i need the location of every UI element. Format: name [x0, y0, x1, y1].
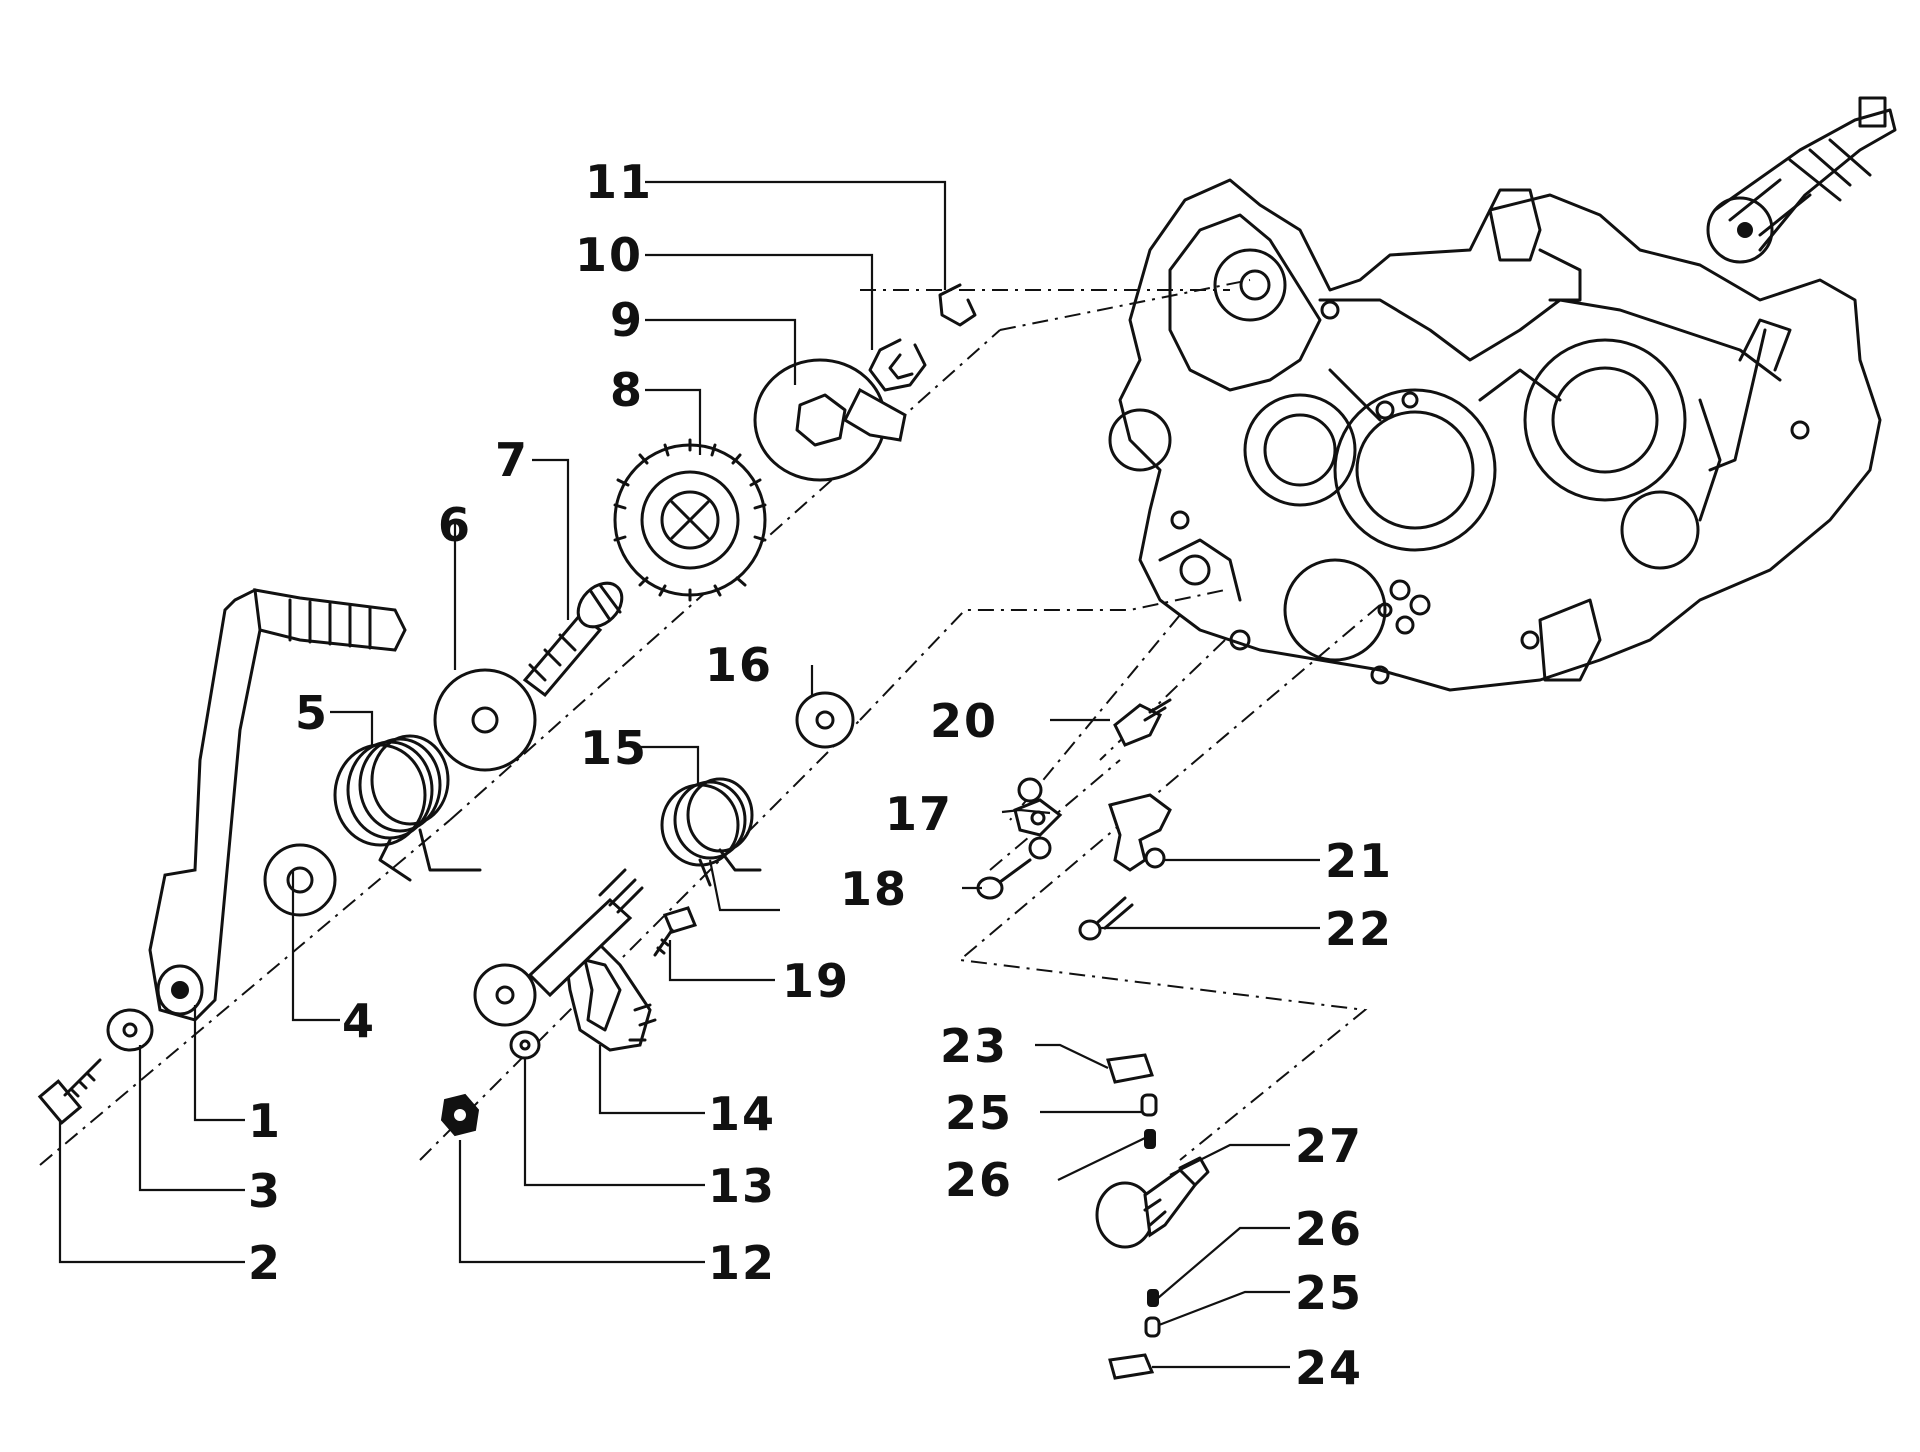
gear-shaft: [1706, 96, 1897, 264]
label-part-10: 10: [575, 228, 643, 282]
label-part-23: 23: [940, 1019, 1008, 1073]
label-part-6: 6: [438, 498, 472, 552]
kick-arm-shaft: [473, 868, 644, 1027]
label-part-3: 3: [248, 1164, 282, 1218]
label-part-26-lower: 26: [1295, 1202, 1363, 1256]
bushing-16: [795, 691, 855, 749]
plate-23: [1106, 1053, 1154, 1084]
label-part-19: 19: [782, 954, 850, 1008]
pin-25-top: [1140, 1093, 1158, 1117]
label-part-15: 15: [580, 721, 648, 775]
bolt-20: [1113, 698, 1172, 747]
label-part-25-lower: 25: [1295, 1266, 1363, 1320]
nut-12: [440, 1093, 480, 1137]
label-part-12: 12: [708, 1236, 776, 1290]
label-part-7: 7: [495, 433, 529, 487]
screw-18: [976, 858, 1032, 900]
washer-3: [106, 1008, 154, 1052]
kick-bolt: [37, 1058, 102, 1125]
label-part-17: 17: [885, 787, 953, 841]
label-part-27: 27: [1295, 1119, 1363, 1173]
washer-6: [433, 668, 537, 772]
bolt-22: [1078, 896, 1134, 941]
label-part-14: 14: [708, 1087, 776, 1141]
selector-drum-27: [1095, 1156, 1210, 1249]
label-part-25-upper: 25: [945, 1086, 1013, 1140]
spring-26-bottom: [1147, 1289, 1159, 1307]
label-part-16: 16: [705, 638, 773, 692]
label-part-8: 8: [610, 363, 644, 417]
label-part-1: 1: [248, 1094, 282, 1148]
circlip-10: [868, 338, 927, 392]
label-part-26-upper: 26: [945, 1153, 1013, 1207]
ratchet-plate-9: [753, 358, 907, 482]
kick-spring-5: [333, 734, 482, 882]
crankcase: [1108, 178, 1882, 692]
label-part-13: 13: [708, 1159, 776, 1213]
label-part-18: 18: [840, 862, 908, 916]
label-part-24: 24: [1295, 1341, 1363, 1395]
kick-gear-8: [613, 438, 767, 602]
ratchet-lever-14: [563, 943, 657, 1052]
washer-4: [263, 843, 337, 917]
bolt-19: [653, 906, 698, 957]
bracket-21: [1108, 793, 1172, 872]
label-part-22: 22: [1325, 902, 1393, 956]
spring-15: [660, 777, 762, 887]
circlip-11: [938, 283, 977, 327]
leader-lines: [58, 180, 1320, 1369]
label-part-5: 5: [295, 686, 329, 740]
label-part-20: 20: [930, 694, 998, 748]
label-part-9: 9: [610, 293, 644, 347]
label-part-21: 21: [1325, 834, 1393, 888]
kick-lever: [148, 588, 407, 1022]
washer-13: [509, 1030, 541, 1060]
spring-26-top: [1144, 1129, 1156, 1149]
label-part-4: 4: [342, 994, 376, 1048]
label-part-2: 2: [248, 1236, 282, 1290]
part-number-labels: 11 10 9 8 7 6 5 4 1 3 2 16 15 19 14 13 1…: [248, 155, 1393, 1395]
plate-24: [1108, 1353, 1155, 1380]
plate-17: [1013, 777, 1063, 860]
kick-shaft-7: [522, 581, 624, 698]
pin-25-bottom: [1144, 1316, 1161, 1338]
label-part-11: 11: [585, 155, 653, 209]
